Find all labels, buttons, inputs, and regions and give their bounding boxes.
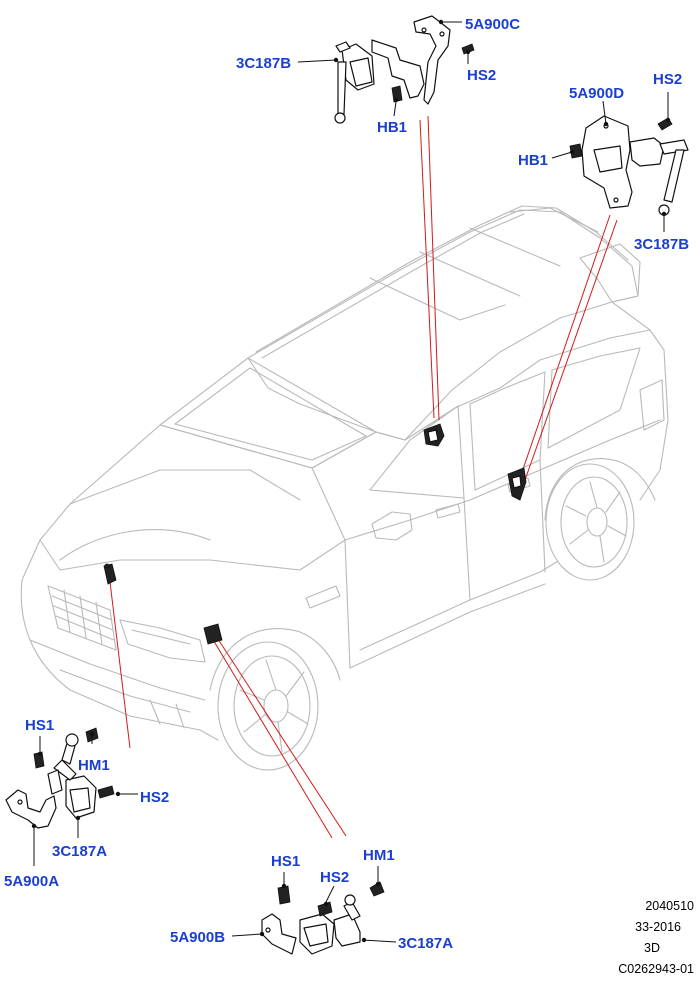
callout-5a900a: 5A900A <box>4 873 59 890</box>
indicator-lines <box>109 115 618 839</box>
sensor-on-vehicle-rear-right <box>507 467 527 501</box>
callout-hm1-bottom: HM1 <box>363 847 395 864</box>
screw-hs2-left <box>97 785 115 799</box>
callout-hs2-bottom: HS2 <box>320 869 349 886</box>
detail-group-right <box>551 92 689 232</box>
callout-5a900b: 5A900B <box>170 929 225 946</box>
callout-3c187a-left: 3C187A <box>52 843 107 860</box>
bolt-hb1-top <box>391 85 403 103</box>
callout-hs1-left: HS1 <box>25 717 54 734</box>
callout-hb1-right: HB1 <box>518 152 548 169</box>
callout-5a900c: 5A900C <box>465 16 520 33</box>
bracket-5a900c <box>371 39 425 99</box>
vehicle-outline <box>20 205 669 771</box>
callout-3c187b-right: 3C187B <box>634 236 689 253</box>
callout-hm1-left: HM1 <box>78 757 110 774</box>
callout-hs1-bottom: HS1 <box>271 853 300 870</box>
indicator-line-rear-left <box>419 119 435 419</box>
bracket-5a900a <box>5 789 57 829</box>
reference-line-3: 3D <box>644 941 660 955</box>
sensor-3c187b-right <box>629 137 665 167</box>
sensor-on-vehicle-rear-left <box>423 423 445 447</box>
detail-group-bottom <box>231 866 397 955</box>
indicator-line-front-left <box>109 581 131 749</box>
callout-hs2-right: HS2 <box>653 71 682 88</box>
indicator-line-rear-right <box>519 214 611 479</box>
callout-3c187a-bottom: 3C187A <box>398 935 453 952</box>
indicator-line-front-right <box>211 637 333 839</box>
sensor-on-vehicle-front-left <box>103 563 117 585</box>
reference-line-4: C0262943-01 <box>618 962 694 976</box>
callout-3c187b-top: 3C187B <box>236 55 291 72</box>
detail-group-left <box>5 727 138 866</box>
callout-labels: 5A900C 3C187B HS2 HB1 5A900D HS2 HB1 3C1… <box>4 16 689 952</box>
callout-hs2-top: HS2 <box>467 67 496 84</box>
reference-line-2: 33-2016 <box>635 920 681 934</box>
reference-line-1: 2040510 <box>645 899 694 913</box>
screw-hs1-bottom <box>277 885 291 905</box>
detail-group-top <box>297 15 475 124</box>
callout-hs2-left: HS2 <box>140 789 169 806</box>
reference-block: 2040510 33-2016 3D C0262943-01 <box>618 899 694 976</box>
callout-5a900d: 5A900D <box>569 85 624 102</box>
sensor-on-vehicle-front-right <box>203 623 223 645</box>
screw-hs2-top <box>461 43 475 55</box>
callout-hb1-top: HB1 <box>377 119 407 136</box>
bracket-5a900b <box>261 913 297 955</box>
